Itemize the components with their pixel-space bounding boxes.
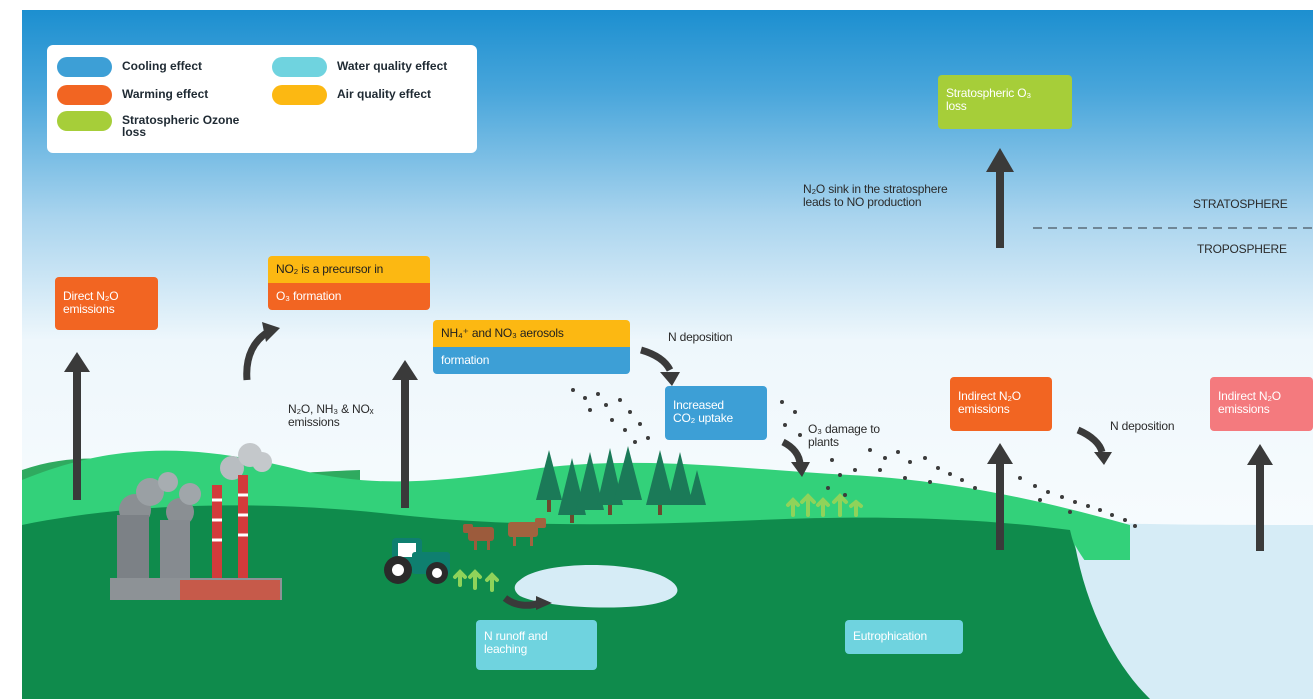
aerosols-bottom: formation <box>433 347 630 374</box>
legend-label-ozone: Stratospheric Ozone loss <box>122 113 240 139</box>
factory-icon <box>110 443 282 600</box>
legend-swatch-warming <box>57 85 112 105</box>
legend-item-water: Water quality effect <box>272 57 447 79</box>
n2o-sink-label: N₂O sink in the stratosphere leads to NO… <box>803 182 948 209</box>
stratospheric-o3-loss-box: Stratospheric O₃ loss <box>938 75 1072 129</box>
lake <box>514 564 678 608</box>
legend-swatch-cooling <box>57 57 112 77</box>
aerosols-box: NH₄⁺ and NO₃ aerosols formation <box>433 320 630 374</box>
n-deposition-label-2: N deposition <box>1110 419 1175 433</box>
dark-land <box>22 505 1313 699</box>
legend-swatch-air <box>272 85 327 105</box>
pine-tree-icon <box>536 446 706 523</box>
stratosphere-label: STRATOSPHERE <box>1193 197 1288 211</box>
legend-item-cooling: Cooling effect <box>57 57 202 79</box>
legend-item-air: Air quality effect <box>272 85 431 107</box>
legend-item-ozone: Stratospheric Ozone loss <box>57 111 239 138</box>
eutrophication-box: Eutrophication <box>845 620 963 654</box>
legend-label-warming: Warming effect <box>122 87 209 101</box>
aerosols-top: NH₄⁺ and NO₃ aerosols <box>433 320 630 347</box>
sprout-icon <box>453 493 863 592</box>
co2-uptake-box: Increased CO₂ uptake <box>665 386 767 440</box>
legend-swatch-ozone <box>57 111 112 131</box>
emissions-label: N₂O, NH₃ & NOₓ emissions <box>288 402 374 429</box>
n-deposition-label: N deposition <box>668 330 733 344</box>
indirect-n2o-emissions-box: Indirect N₂O emissions <box>950 377 1052 431</box>
legend: Cooling effect Warming effect Stratosphe… <box>47 45 477 153</box>
emission-arrows <box>64 148 1273 551</box>
curved-arrow-heads <box>262 322 1112 610</box>
troposphere-label: TROPOSPHERE <box>1197 242 1287 256</box>
cow-icon <box>463 518 546 550</box>
nox-precursor-bottom: O₃ formation <box>268 283 430 310</box>
nox-precursor-top: NO₂ is a precursor in <box>268 256 430 283</box>
legend-label-air: Air quality effect <box>337 87 432 101</box>
nox-precursor-box: NO₂ is a precursor in O₃ formation <box>268 256 430 310</box>
water-inlet <box>1075 545 1313 699</box>
direct-n2o-emissions-box: Direct N₂O emissions <box>55 277 158 330</box>
tractor-icon <box>384 538 450 584</box>
legend-swatch-water <box>272 57 327 77</box>
n-runoff-box: N runoff and leaching <box>476 620 597 670</box>
indirect-n2o-emissions-box-2: Indirect N₂O emissions <box>1210 377 1313 431</box>
deposition-dots <box>571 388 1137 528</box>
o3-damage-label: O₃ damage to plants <box>808 422 880 449</box>
legend-item-warming: Warming effect <box>57 85 208 107</box>
legend-label-water: Water quality effect <box>337 59 448 73</box>
legend-label-cooling: Cooling effect <box>122 59 202 73</box>
